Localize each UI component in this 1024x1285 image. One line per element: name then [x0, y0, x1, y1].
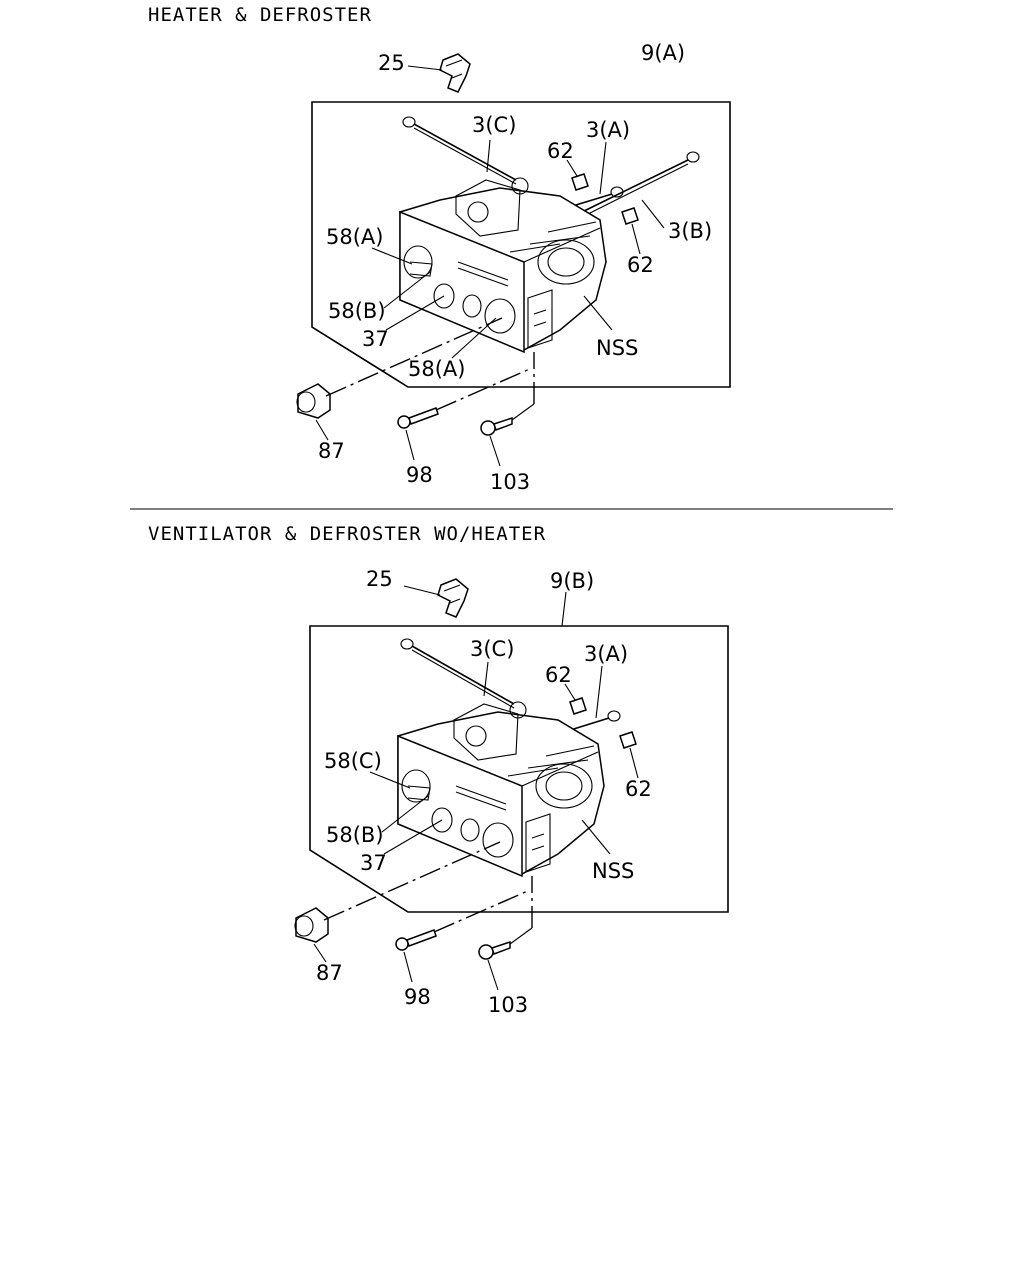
pin-62-top-part: [571, 173, 589, 191]
pin-62-top-part: [569, 697, 587, 715]
callout-cable-b: 3(B): [668, 219, 712, 243]
callout-socket: 87: [318, 439, 345, 463]
cable-3c-part: [400, 638, 515, 709]
callout-assembly: 9(B): [550, 569, 594, 593]
callout-knob-middle: 58(B): [328, 299, 386, 323]
socket-87-part: [294, 907, 329, 943]
callout-cable-c: 3(C): [472, 113, 516, 137]
callout-pin-right: 62: [625, 777, 652, 801]
assembly-outline: [309, 625, 729, 913]
callout-bolt: 98: [404, 985, 431, 1009]
section-heater-defroster: HEATER & DEFROSTER: [148, 4, 731, 494]
callout-screw: 103: [488, 993, 528, 1017]
callout-pin-top: 62: [547, 139, 574, 163]
control-assembly-body: [399, 177, 607, 354]
pin-62-right-part: [621, 207, 639, 225]
callout-knob-top: 58(A): [326, 225, 383, 249]
callout-knob-middle: 58(B): [326, 823, 384, 847]
pin-62-right-part: [619, 731, 637, 749]
callout-nss: NSS: [592, 859, 634, 883]
callout-clip: 25: [378, 51, 405, 75]
screw-103-part: [480, 416, 513, 436]
callout-socket: 87: [316, 961, 343, 985]
callout-bulb: 37: [360, 851, 387, 875]
callout-cable-c: 3(C): [470, 637, 514, 661]
control-assembly-body: [397, 701, 605, 878]
screw-103-part: [478, 940, 511, 960]
cable-3b-part: [577, 151, 700, 219]
callout-bulb: 37: [362, 327, 389, 351]
callout-knob-bottom: 58(A): [408, 357, 465, 381]
callout-nss: NSS: [596, 336, 638, 360]
section-title: HEATER & DEFROSTER: [148, 4, 372, 26]
section-title: VENTILATOR & DEFROSTER WO/HEATER: [148, 523, 546, 545]
callout-pin-top: 62: [545, 663, 572, 687]
assembly-outline: [311, 101, 731, 388]
cable-3c-part: [402, 116, 517, 185]
callout-pin-right: 62: [627, 253, 654, 277]
callout-cable-a: 3(A): [586, 118, 630, 142]
callout-assembly: 9(A): [641, 41, 685, 65]
bolt-98-part: [395, 929, 437, 951]
callout-bolt: 98: [406, 463, 433, 487]
bolt-98-part: [397, 407, 439, 429]
section-ventilator-defroster: VENTILATOR & DEFROSTER WO/HEATER: [148, 523, 729, 1017]
clip-25-part: [439, 53, 471, 93]
callout-screw: 103: [490, 470, 530, 494]
clip-25-part: [437, 578, 469, 618]
callout-cable-a: 3(A): [584, 642, 628, 666]
callout-clip: 25: [366, 567, 393, 591]
socket-87-part: [296, 383, 331, 419]
callout-knob-top: 58(C): [324, 749, 382, 773]
